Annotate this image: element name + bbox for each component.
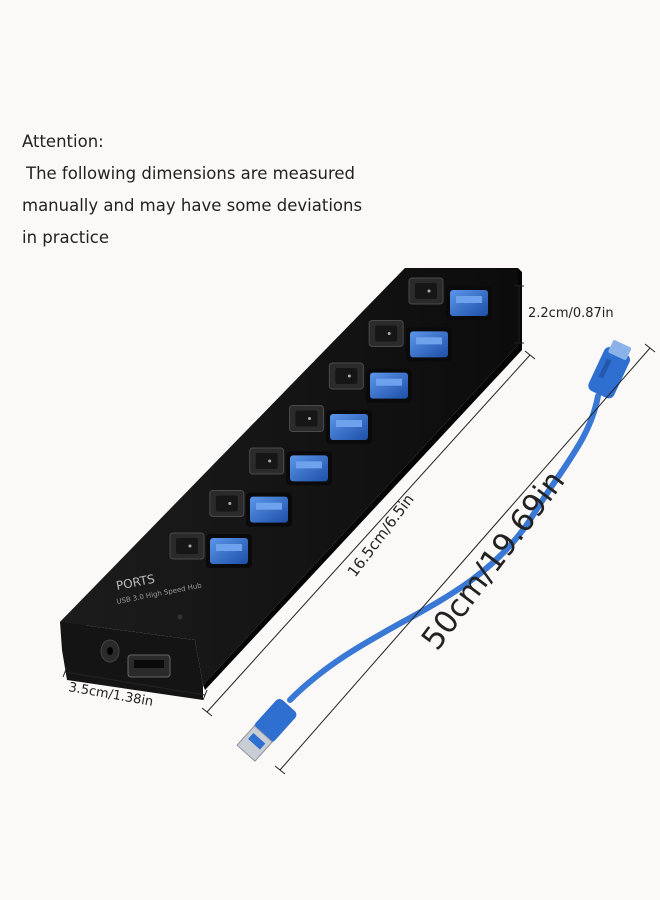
usb-port [446,286,492,320]
usb-cable [236,340,632,762]
cable-label: 50cm/19.69in [415,464,573,657]
height-dimension: 2.2cm/0.87in [514,285,614,344]
power-switch [209,490,245,517]
led-indicator [177,614,183,620]
height-label: 2.2cm/0.87in [528,306,614,321]
note-heading: Attention: [22,132,104,151]
usb-port [406,327,452,362]
note-line-3: in practice [22,228,110,247]
usb-port [206,534,252,568]
power-switch [249,447,285,475]
usb-port [366,368,412,403]
micro-b-connector [588,340,632,399]
power-switch [408,277,444,305]
usb-port [326,410,372,444]
power-switch [169,532,205,560]
ports-group [169,277,492,568]
usb-port [286,451,332,486]
usb-port [246,492,292,527]
power-switch [289,405,324,432]
power-switch [328,362,364,390]
power-switch [368,320,404,347]
note-line-1: The following dimensions are measured [26,164,356,183]
note-line-2: manually and may have some deviations [22,196,363,215]
usb-a-connector [236,698,297,762]
attention-note: Attention: The following dimensions are … [22,126,362,254]
